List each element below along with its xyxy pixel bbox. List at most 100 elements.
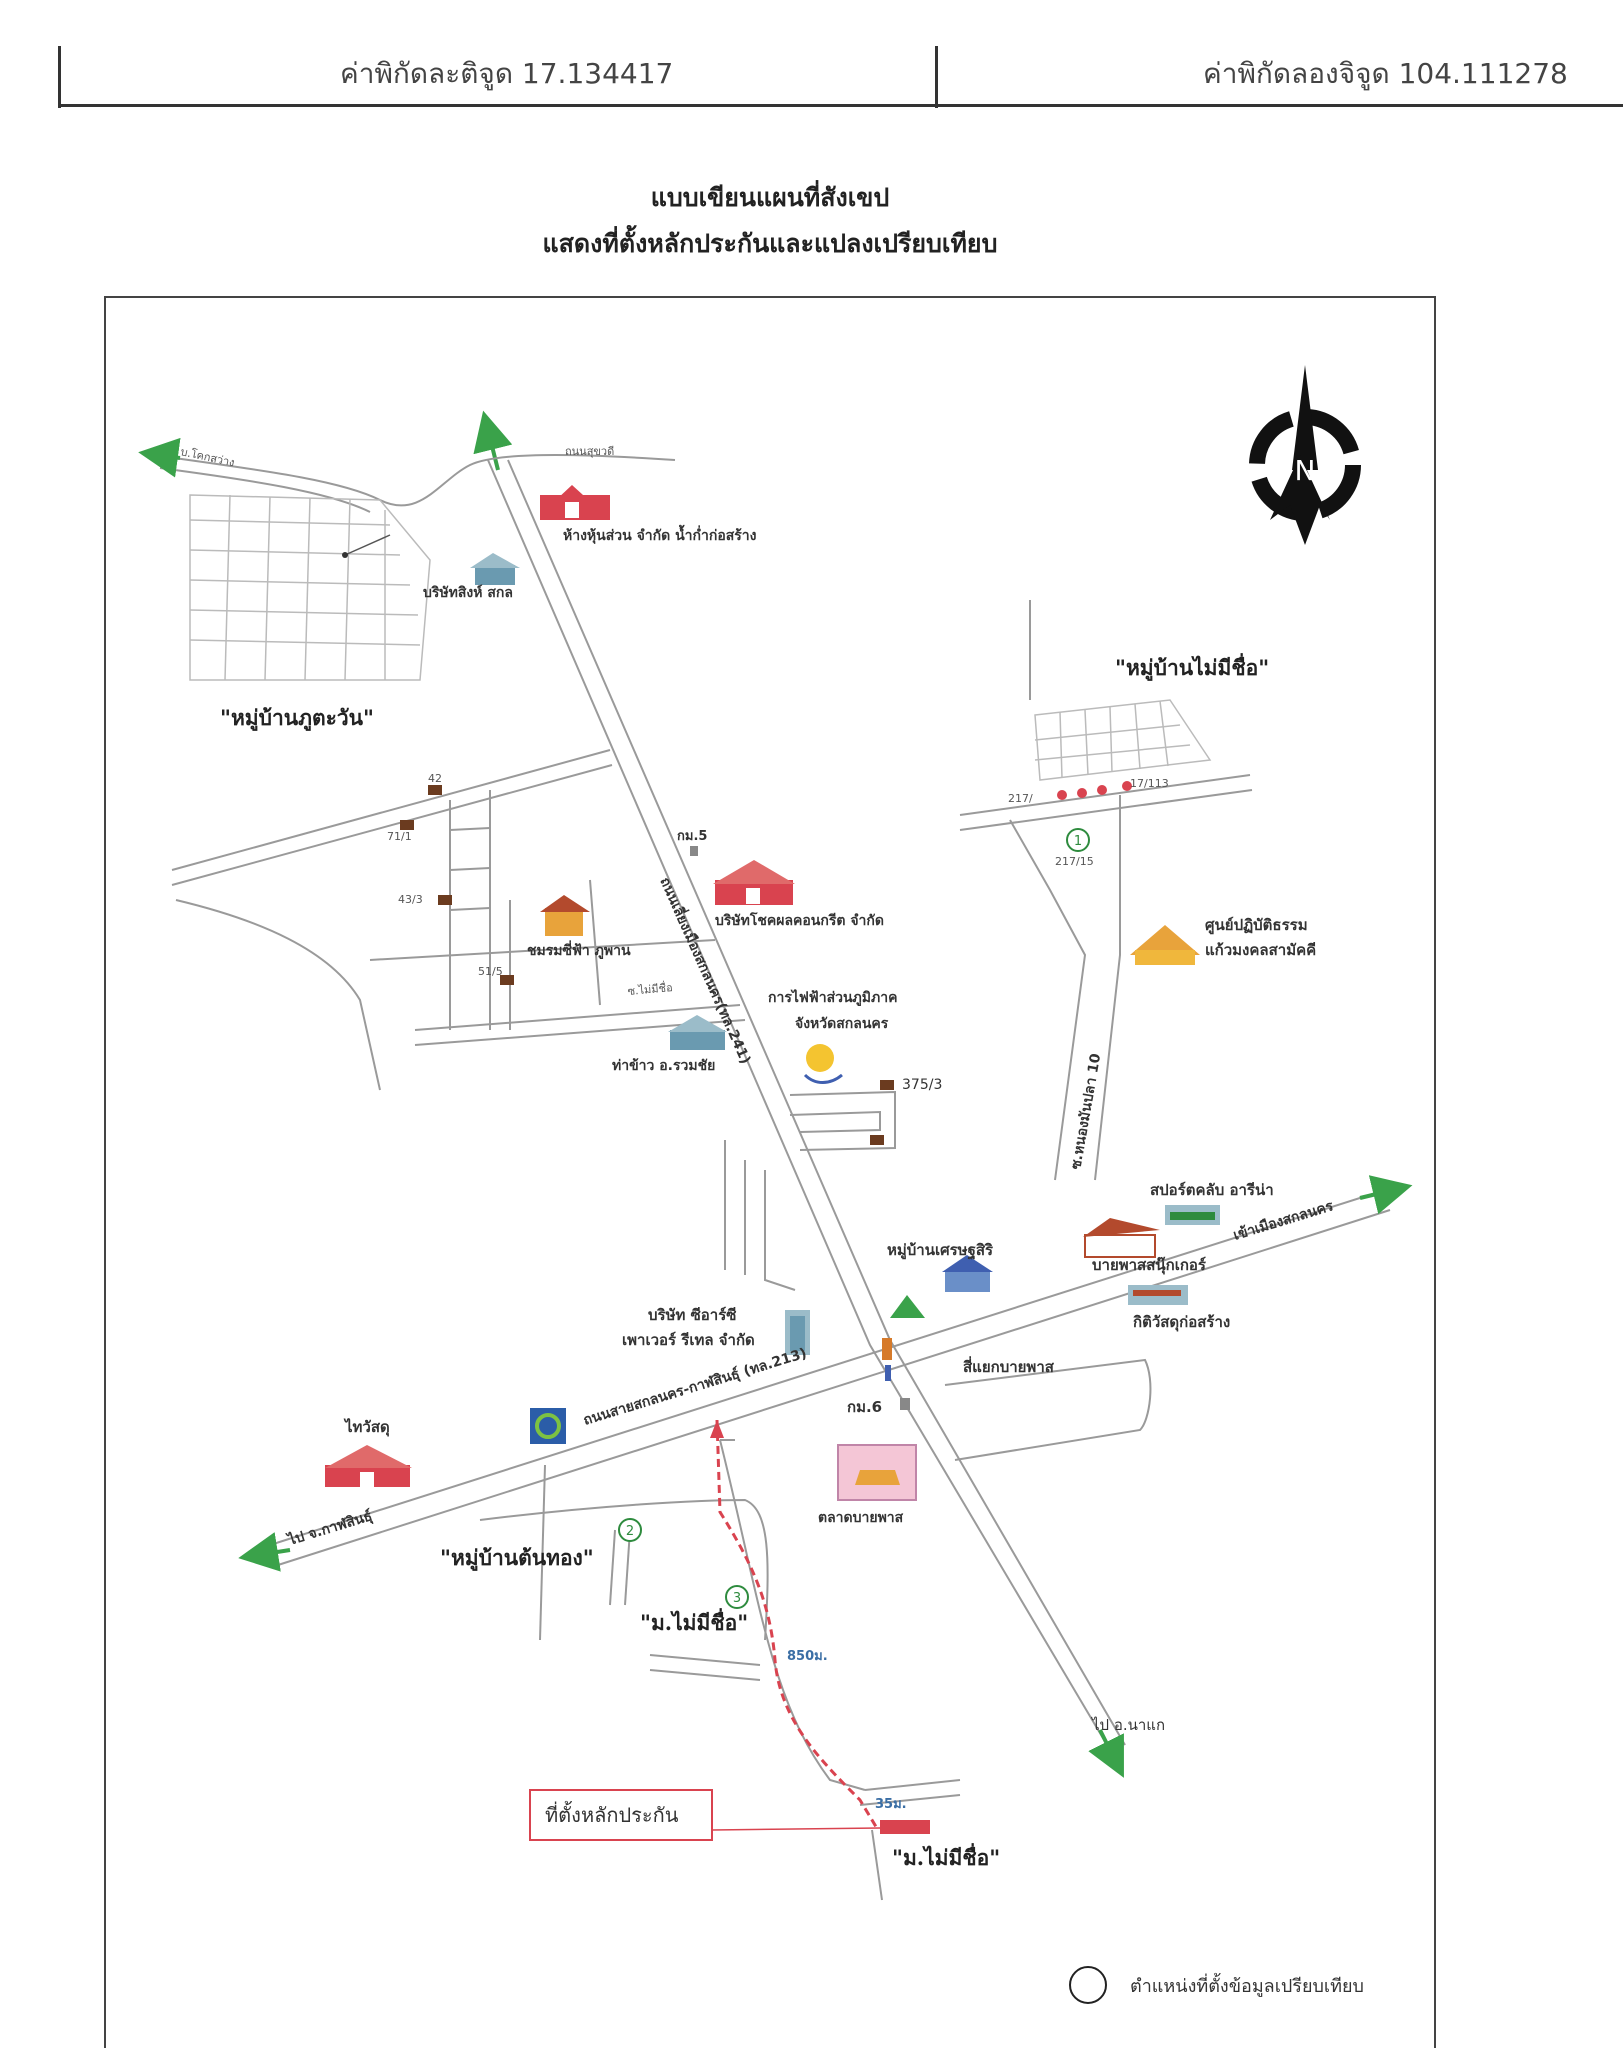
village-setthasiri: หมู่บ้านเศรษฐสิริ — [887, 1241, 994, 1260]
map-frame — [104, 296, 1436, 2048]
village-phu-tawan: "หมู่บ้านภูตะวัน" — [220, 705, 374, 732]
route-arrowhead — [710, 1420, 724, 1438]
northeast-roads — [959, 600, 1253, 1181]
svg-text:3: 3 — [733, 1591, 741, 1606]
map-title: แบบเขียนแผนที่สังเขป — [650, 183, 890, 212]
place-center-line2: แก้วมงคลสามัคคี — [1205, 941, 1316, 959]
km5-marker-icon — [690, 846, 698, 856]
kalasin-road — [269, 1189, 1391, 1566]
legend-circle-icon — [1069, 1966, 1107, 2004]
place-market: ตลาดบายพาส — [818, 1510, 904, 1526]
village-mai-mi-chue-s: "ม.ไม่มีชื่อ" — [892, 1842, 1000, 1870]
comparison-marker-2: 2 — [618, 1518, 642, 1542]
direction-to-kalasin: ไป จ.กาฬสินธุ์ — [284, 1506, 374, 1549]
place-concrete: บริษัทโชคผลคอนกรีต จำกัด — [715, 911, 884, 929]
chomrom-building-icon — [540, 895, 590, 936]
place-namkam: ห้างหุ้นส่วน จำกัด น้ำก่ำก่อสร้าง — [563, 524, 757, 544]
house-number-71-1: 71/1 — [387, 830, 412, 843]
map-subtitle: แสดงที่ตั้งหลักประกันและแปลงเปรียบเทียบ — [542, 229, 998, 258]
place-bypass-snooker: บายพาสสนุ๊กเกอร์ — [1092, 1256, 1207, 1275]
village-mai-mi-chue-ne: "หมู่บ้านไม่มีชื่อ" — [1115, 652, 1269, 682]
pea-logo-icon — [803, 1044, 843, 1084]
grid-pointer — [344, 534, 391, 556]
legend-text: ตำแหน่งที่ตั้งข้อมูลเปรียบเทียบ — [1130, 1973, 1364, 1997]
place-pea-line1: การไฟฟ้าส่วนภูมิภาค — [768, 988, 897, 1006]
compass-icon: N — [1249, 365, 1361, 545]
place-csr-line1: บริษัท ซีอาร์ซี — [648, 1306, 736, 1324]
temple-icon — [1130, 925, 1200, 965]
place-km5: กม.5 — [677, 829, 707, 844]
comparison-marker-1: 1 — [1066, 828, 1090, 852]
place-intersection: สี่แยกบายพาส — [963, 1356, 1055, 1376]
distance-850m: 850ม. — [787, 1649, 828, 1664]
direction-to-city: เข้าเมืองสกลนคร — [1231, 1198, 1335, 1244]
house-number-51-5: 51/5 — [478, 965, 503, 978]
traffic-light-icon — [882, 1338, 892, 1381]
grid-point — [342, 552, 348, 558]
house-375-3-icon — [880, 1080, 894, 1090]
house-71-1-icon — [400, 820, 414, 830]
csr-building-icon — [785, 1310, 810, 1355]
west-roads — [171, 749, 746, 1091]
svg-text:2: 2 — [626, 1524, 634, 1539]
house-number-217-a: 217/ — [1008, 792, 1033, 805]
house-51-5-icon — [500, 975, 514, 985]
compass-letter: N — [1295, 454, 1316, 487]
comparison-marker-3: 3 — [725, 1585, 749, 1609]
setthasiri-house-icon — [942, 1255, 993, 1292]
road-label-mai-mi-chue: ซ.ไม่มีชื่อ — [627, 979, 673, 998]
thaiwatsadu-building-icon — [325, 1445, 412, 1487]
south-roads — [479, 1358, 1152, 1901]
route-to-collateral — [715, 1419, 880, 1831]
place-center-line1: ศูนย์ปฏิบัติธรรม — [1205, 916, 1308, 935]
road-label-kalasin: ถนนสายสกลนคร-กาฬสินธุ์ (ทล.213) — [581, 1345, 808, 1429]
snooker-building-icon — [1083, 1218, 1160, 1258]
house-number-42: 42 — [428, 772, 442, 785]
to-nakae-arrow — [1088, 1729, 1124, 1778]
svg-text:1: 1 — [1074, 834, 1082, 849]
direction-to-na-kae: ไป อ.นาแก — [1091, 1716, 1165, 1734]
north-arrow-road — [473, 410, 513, 471]
place-rice-mill: ท่าข้าว อ.รวมชัย — [612, 1058, 715, 1074]
collateral-plot — [880, 1820, 930, 1834]
house-number-43-3: 43/3 — [398, 893, 423, 906]
village-ton-thong: "หมู่บ้านต้นทอง" — [440, 1545, 594, 1572]
east-stub-roads — [724, 1090, 896, 1291]
northeast-grid — [1034, 699, 1212, 781]
road-label-khok-sawang: บ.โคกสว่าง — [179, 444, 236, 469]
collateral-label-box — [529, 1789, 713, 1841]
place-km6: กม.6 — [847, 1398, 882, 1416]
house-number-217-b: 17/113 — [1130, 777, 1169, 790]
bcp-logo-icon — [530, 1408, 566, 1444]
longitude-text: ค่าพิกัดลองจิจูด 104.111278 — [1203, 57, 1568, 90]
header-divider — [935, 46, 938, 108]
to-city-arrow — [1359, 1175, 1413, 1215]
concrete-building-icon — [713, 860, 795, 905]
market-icon — [837, 1444, 917, 1501]
to-kalasin-arrow — [238, 1532, 291, 1572]
tree-icon — [890, 1295, 925, 1318]
latitude-text: ค่าพิกัดละติจูด 17.134417 — [340, 57, 674, 90]
phu-tawan-grid — [189, 494, 431, 681]
place-chomrom: ชมรมซี่ฟ้า ภูพาน — [527, 940, 631, 959]
road-label-suksawat: ถนนสุขวดี — [565, 445, 614, 458]
sport-club-building-icon — [1165, 1205, 1220, 1225]
namkam-building-icon — [540, 485, 610, 520]
place-sport-club: สปอร์ตคลับ อารีน่า — [1150, 1181, 1274, 1199]
house-43-3-icon — [438, 895, 452, 905]
collateral-label: ที่ตั้งหลักประกัน — [545, 1801, 679, 1827]
distance-35m: 35ม. — [875, 1797, 907, 1812]
khok-sawang-arrow — [138, 437, 181, 478]
km6-marker-icon — [900, 1398, 910, 1410]
village-mai-mi-chue-sw: "ม.ไม่มีชื่อ" — [640, 1607, 748, 1635]
kitti-building-icon — [1128, 1285, 1188, 1305]
house-number-217-15: 217/15 — [1055, 855, 1094, 868]
house-42-icon — [428, 785, 442, 795]
singh-building-icon — [470, 553, 520, 585]
place-singh: บริษัทสิงห์ สกล — [423, 584, 513, 601]
house-number-375-3: 375/3 — [902, 1077, 942, 1093]
north-roads — [159, 454, 676, 513]
house-east-icon — [870, 1135, 884, 1145]
place-thaiwatsadu: ไทวัสดุ — [343, 1417, 390, 1437]
